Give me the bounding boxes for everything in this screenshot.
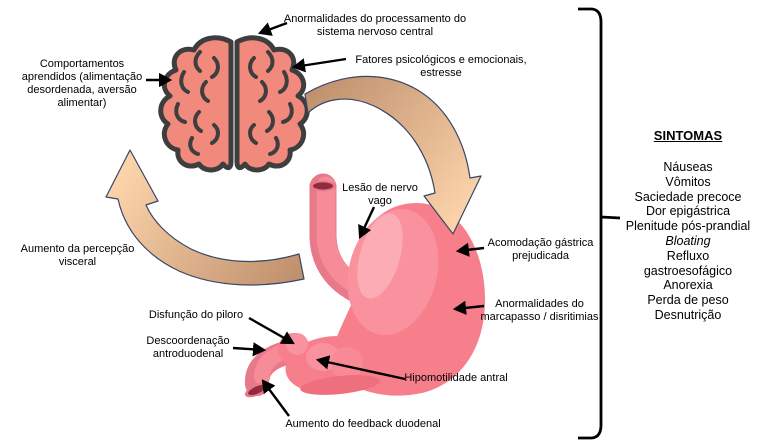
- symptoms-title: SINTOMAS: [653, 128, 723, 143]
- arrow-pylorus-label-to-pylorus: [248, 316, 295, 345]
- curved-arrow-stomach-to-brain: [105, 149, 305, 286]
- symptoms-panel: SINTOMAS Náuseas Vômitos Saciedade preco…: [613, 128, 763, 323]
- symptom-item: Perda de peso: [647, 293, 729, 308]
- symptom-item: Náuseas: [663, 160, 713, 174]
- arrow-antral-to-antrum: [315, 355, 406, 381]
- pointer-arrows: [146, 21, 485, 417]
- symptom-item: Vômitos: [665, 174, 711, 189]
- arrow-accommodation-to-stomach: [455, 242, 485, 257]
- label-learned-behaviors: Comportamentos aprendidos (alimentação d…: [21, 58, 143, 109]
- label-pacemaker-abnormalities: Anormalidades do marcapasso / disritimia…: [480, 298, 599, 323]
- curved-arrow-brain-to-stomach: [304, 75, 482, 235]
- label-pylorus-dysfunction: Disfunção do piloro: [148, 309, 244, 321]
- arrow-psych-to-brain: [291, 57, 347, 73]
- symptoms-bracket: [578, 7, 621, 440]
- arrow-pacemaker-to-stomach: [452, 300, 485, 316]
- label-antroduodenal-discoordination: Descoordenação antroduodenal: [146, 335, 230, 360]
- label-gastric-accommodation: Acomodação gástrica prejudicada: [487, 237, 594, 262]
- brain-illustration: [161, 38, 308, 170]
- label-antral-hypomotility: Hipomotilidade antral: [404, 372, 508, 384]
- arrow-cns-to-brain: [257, 21, 288, 36]
- bracket-mid-tick: [600, 215, 621, 220]
- symptom-item: Saciedade precoce: [634, 189, 742, 204]
- label-cns-processing: Anormalidades do processamento do sistem…: [283, 13, 467, 38]
- label-duodenal-feedback: Aumento do feedback duodenal: [285, 418, 441, 430]
- symptom-item: Plenitude pós-prandial: [625, 219, 751, 234]
- arrow-feedback-to-duodenum: [261, 379, 290, 417]
- arrow-vagus-to-esophagus: [358, 206, 376, 239]
- label-vagus-nerve-lesion: Lesão de nervo vago: [342, 182, 418, 207]
- symptom-item: Anorexia: [663, 278, 713, 293]
- symptom-item: Bloating: [665, 233, 711, 248]
- label-visceral-perception: Aumento da percepção visceral: [20, 243, 135, 268]
- symptom-item: Desnutrição: [654, 307, 722, 322]
- symptom-item: Dor epigástrica: [645, 204, 731, 219]
- arrow-antroduodenal-to-duodenum: [232, 342, 267, 357]
- symptom-item: Refluxo gastroesofágico: [643, 248, 733, 278]
- label-psychological-factors: Fatores psicológicos e emocionais, estre…: [355, 54, 527, 79]
